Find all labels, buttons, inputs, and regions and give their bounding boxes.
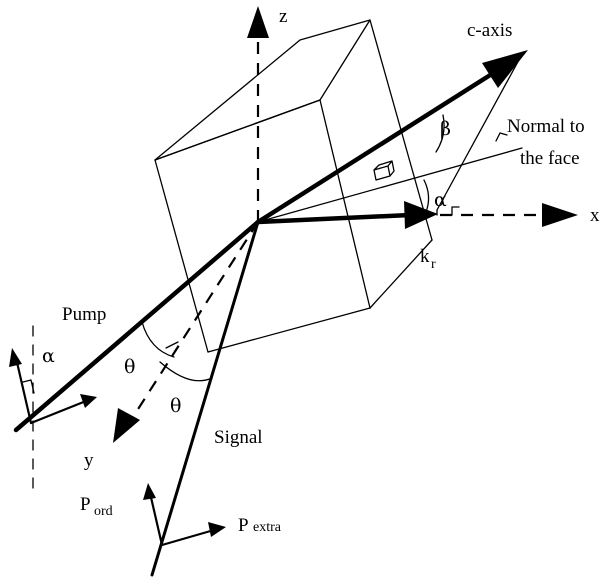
pump-label: Pump <box>62 304 106 325</box>
pump-polarization-arrow-2 <box>29 399 88 425</box>
k-label: k <box>420 246 430 267</box>
alpha-left-label: α <box>42 345 55 367</box>
signal-beam-line <box>150 220 260 577</box>
pump-polarization-frame: α <box>9 325 97 491</box>
projection-construction <box>373 57 521 216</box>
z-axis: z <box>247 6 287 222</box>
cube-front-bottom-edge <box>207 307 371 353</box>
pump-beam: Pump <box>13 219 261 433</box>
k-vector-line <box>255 212 413 225</box>
theta-tick <box>165 341 179 349</box>
p-extra-subscript: extra <box>253 520 282 535</box>
p-extra-arrow <box>160 528 216 547</box>
k-subscript: r <box>431 257 436 272</box>
signal-label: Signal <box>214 427 263 448</box>
c-axis-arrowhead <box>482 50 528 88</box>
pump-polarization-arrowhead <box>9 348 22 367</box>
cube-front-left-edge <box>154 159 209 353</box>
beta-label: β <box>440 118 451 140</box>
theta-1-label: θ <box>124 356 135 378</box>
c-axis-label: c-axis <box>467 20 512 41</box>
p-ord-subscript: ord <box>94 504 113 519</box>
c-axis-line <box>255 69 498 225</box>
beta-arc <box>435 114 445 153</box>
right-angles: β α <box>423 114 451 213</box>
alpha-right-arc <box>423 179 430 213</box>
right-angle-box-marker <box>373 160 395 181</box>
signal-polarization-frame: P ord P extra <box>80 483 282 547</box>
p-ord-label: P <box>80 494 91 515</box>
p-ord-arrow <box>148 491 164 547</box>
cube-right-bottom-edge <box>369 239 433 309</box>
p-ord-arrowhead <box>143 483 156 500</box>
theta-2-label: θ <box>170 395 181 417</box>
z-axis-label: z <box>279 6 287 27</box>
theta-2-arc <box>159 361 213 382</box>
k-vector-arrowhead <box>404 201 438 229</box>
crystal-cube <box>154 19 433 353</box>
p-extra-label: P <box>238 515 249 536</box>
c-axis-projection-line <box>436 57 521 211</box>
normal-label-line2: the face <box>520 148 580 169</box>
y-axis-label: y <box>84 450 94 471</box>
y-axis-arrowhead <box>113 408 140 443</box>
theta-angles: θ θ <box>124 321 213 417</box>
y-axis-line <box>132 221 259 418</box>
cube-top-front-edge <box>154 99 321 161</box>
pump-beam-line <box>13 219 261 433</box>
signal-beam: Signal <box>150 220 263 577</box>
c-axis: c-axis <box>255 20 528 225</box>
y-axis: y <box>84 221 259 471</box>
right-angle-marker-x <box>451 206 460 216</box>
pump-polarization-arrow <box>14 356 33 425</box>
p-extra-arrowhead <box>208 522 226 537</box>
face-normal-line <box>257 147 523 223</box>
x-axis-label: x <box>590 205 600 226</box>
z-axis-arrowhead <box>247 6 269 38</box>
normal-label-line1: Normal to <box>507 116 585 137</box>
theta-1-arc <box>141 321 175 358</box>
cube-top-face <box>154 19 371 161</box>
x-axis: x <box>440 203 600 227</box>
cube-front-right-edge <box>319 99 371 309</box>
pump-polarization-arrowhead-2 <box>80 394 97 408</box>
alpha-right-label: α <box>434 189 447 211</box>
face-normal: Normal to the face <box>257 116 585 223</box>
right-angle-marker-normal <box>495 132 508 142</box>
pump-right-angle-marker <box>22 379 35 394</box>
k-vector: k r <box>255 201 438 272</box>
x-axis-arrowhead <box>542 203 578 227</box>
